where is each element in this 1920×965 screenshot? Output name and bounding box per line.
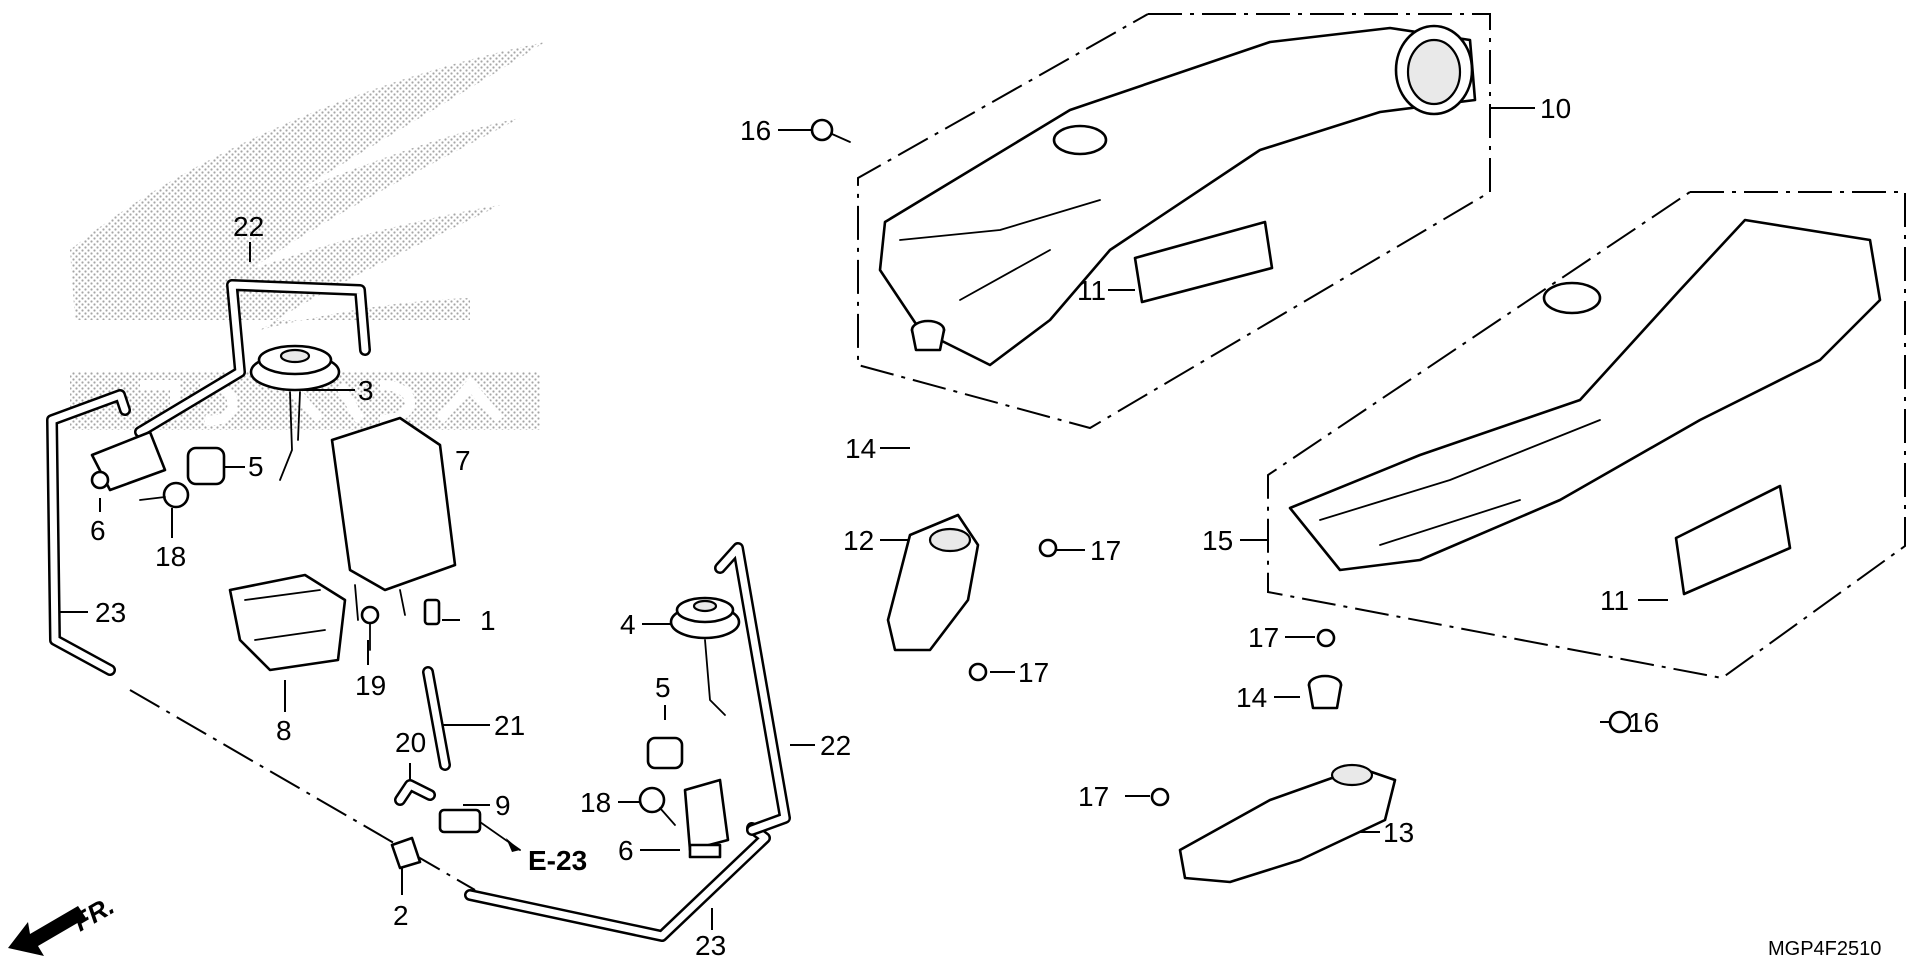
bracket-part-8 [228,573,347,672]
callout-17-d: 17 [1078,781,1109,812]
bolt-part-19 [360,605,380,651]
bolt-part-17-d [1150,787,1170,807]
callout-3: 3 [358,375,374,406]
grommet-part-14-upper [910,319,946,352]
front-direction-indicator: FR. [8,890,119,956]
front-arrow-icon [8,906,86,956]
bolt-part-17-c [1316,628,1336,648]
callout-21: 21 [494,710,525,741]
air-duct-part-10 [878,24,1477,367]
callout-1: 1 [480,605,496,636]
bolt-part-17-a [1038,538,1058,558]
brand-wing-watermark [70,42,545,430]
callout-23-bottom: 23 [695,930,726,960]
callout-20: 20 [395,727,426,758]
callout-11-upper: 11 [1077,275,1106,306]
callout-5-mid: 5 [655,672,671,703]
seal-part-11-upper [1133,220,1274,304]
callout-6-mid: 6 [618,835,634,866]
solenoid-part-6-mid [683,778,730,859]
grommet-part-14-lower [1307,674,1343,710]
callout-16-top: 16 [740,115,771,146]
callout-17-b: 17 [1018,657,1049,688]
callout-23-left: 23 [95,597,126,628]
callout-5-left: 5 [248,451,264,482]
valve-part-9 [438,808,521,852]
callout-4: 4 [620,609,636,640]
valve-part-4 [669,596,741,716]
callout-8: 8 [276,715,292,746]
tube-part-20 [394,779,436,806]
callout-18-mid: 18 [580,787,611,818]
callout-9: 9 [495,790,511,821]
callout-2: 2 [393,900,409,931]
bracket-part-13 [1178,763,1397,884]
callout-15: 15 [1202,525,1233,556]
callout-17-a: 17 [1090,535,1121,566]
air-duct-part-15 [1288,218,1882,572]
joint-part-6-left [90,430,167,492]
callout-13: 13 [1383,817,1414,848]
callout-10: 10 [1540,93,1571,124]
valve-part-3 [249,344,341,481]
screw-part-16-lower [1608,710,1632,734]
callout-12: 12 [843,525,874,556]
callout-6-left: 6 [90,515,106,546]
screw-part-16-upper [810,118,851,143]
callout-14-lower: 14 [1236,682,1267,713]
screw-part-18-left [139,481,190,509]
reference-e23: E-23 [528,845,587,876]
canister-part-7 [330,416,457,621]
hoses [46,279,791,942]
callout-7: 7 [455,445,471,476]
cap-part-5-mid [646,736,684,770]
joint-part-2 [390,836,422,870]
screw-part-18-mid [638,786,676,826]
callout-19: 19 [355,670,386,701]
callout-labels: 22 3 5 6 18 7 23 1 19 8 21 20 9 2 23 4 5… [90,93,1659,961]
cap-part-5-left [186,446,226,486]
callout-18-left: 18 [155,541,186,572]
front-label: FR. [68,890,119,937]
diagram-code: MGP4F2510 [1768,938,1881,960]
callout-14-upper: 14 [845,433,876,464]
callout-22-right: 22 [820,730,851,761]
joint-part-1 [423,598,441,626]
callout-11-lower: 11 [1600,585,1629,616]
bolt-part-17-b [968,662,988,682]
callout-22-top: 22 [233,211,264,242]
seal-part-11-lower [1674,484,1792,596]
callout-17-c: 17 [1248,622,1279,653]
callout-16-lower: 16 [1628,707,1659,738]
bracket-part-12 [886,513,980,652]
